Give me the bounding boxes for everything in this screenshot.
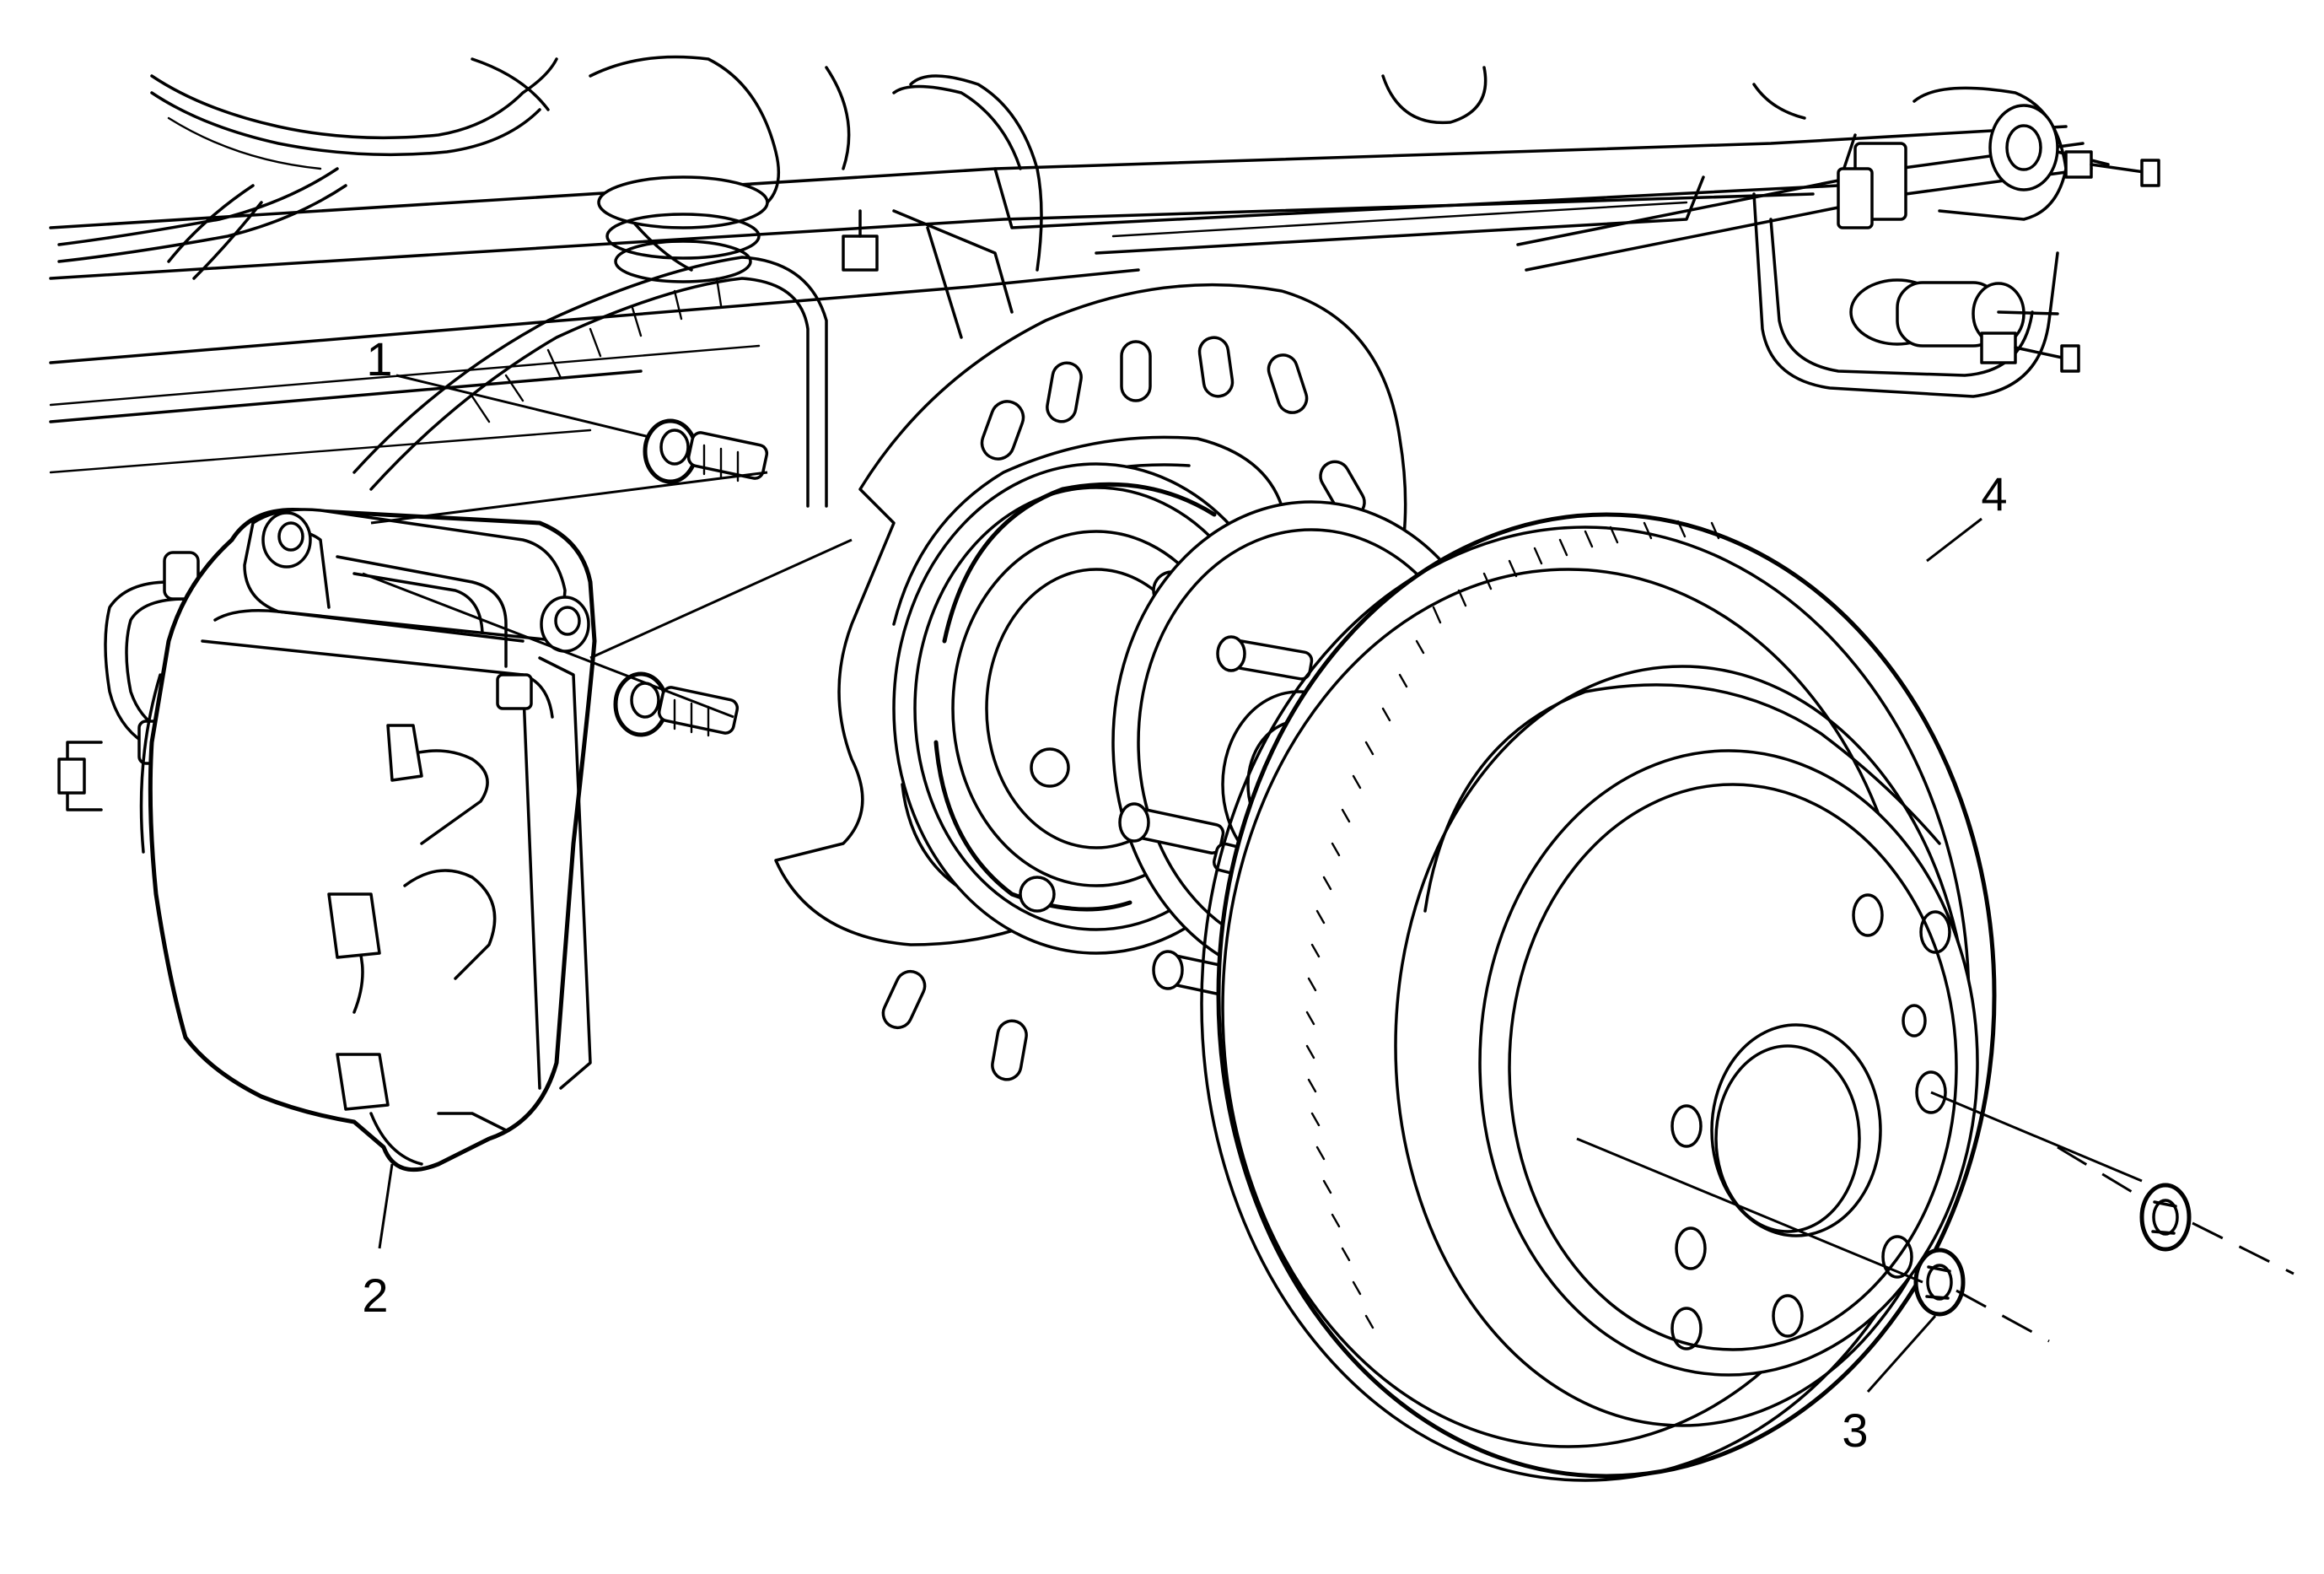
callout-2-leader [378, 1163, 394, 1249]
callout-3: 3 [1842, 1404, 1868, 1457]
callout-2: 2 [362, 1269, 388, 1322]
callout-labels: 1 2 3 4 [362, 332, 2007, 1457]
bolt-upper [643, 418, 769, 484]
rotor-lug-holes [1670, 893, 1951, 1350]
rotor-retainers [1913, 1183, 2192, 1317]
callout-1: 1 [366, 332, 392, 385]
callout-1-leader [395, 374, 650, 439]
brake-rotor [1200, 512, 1997, 1482]
callout-4: 4 [1981, 467, 2007, 520]
axle-frame-background [49, 55, 2160, 474]
rotor-vent-holes [1305, 520, 1720, 1329]
alignment-lines [362, 471, 2294, 1343]
retainer-upper [2139, 1183, 2192, 1252]
brake-caliper [139, 507, 597, 1172]
callout-3-leader [1866, 1315, 1937, 1393]
bolt-lower [613, 671, 740, 737]
caliper-bracket-bolts [613, 418, 769, 737]
callout-4-leader [1926, 517, 1982, 563]
retainer-lower [1913, 1248, 1966, 1317]
